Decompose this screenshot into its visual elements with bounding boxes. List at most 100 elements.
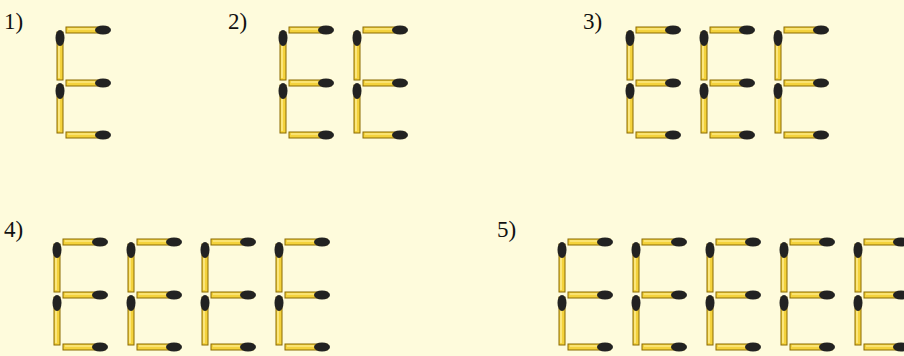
- match-head: [56, 30, 65, 46]
- match-head: [597, 343, 613, 352]
- matchstick: [716, 291, 761, 300]
- matchstick: [784, 131, 829, 140]
- match-head: [597, 291, 613, 300]
- match-head: [166, 291, 182, 300]
- matchstick: [568, 291, 613, 300]
- match-head: [279, 83, 288, 99]
- match-head: [95, 79, 111, 88]
- match-head: [318, 26, 334, 35]
- matchstick: [636, 79, 681, 88]
- matchstick: [636, 26, 681, 35]
- matchstick: [127, 295, 136, 345]
- match-head: [854, 295, 863, 311]
- match-head: [739, 79, 755, 88]
- match-head: [318, 131, 334, 140]
- matchstick: [53, 242, 62, 292]
- matchstick: [784, 79, 829, 88]
- matchstick: [289, 26, 334, 35]
- match-head: [813, 131, 829, 140]
- match-head: [95, 26, 111, 35]
- match-head: [745, 343, 761, 352]
- matchstick: [864, 343, 904, 352]
- match-head: [201, 242, 210, 258]
- match-head: [665, 131, 681, 140]
- matchstick: [63, 343, 108, 352]
- match-head: [275, 242, 284, 258]
- matchstick: [137, 291, 182, 300]
- match-head: [558, 242, 567, 258]
- matchstick: [558, 242, 567, 292]
- matchstick: [626, 30, 635, 80]
- matchstick: [289, 79, 334, 88]
- match-head: [819, 238, 835, 247]
- match-head: [665, 26, 681, 35]
- match-head: [92, 343, 108, 352]
- matchstick: [700, 83, 709, 133]
- matchstick: [558, 295, 567, 345]
- match-head: [314, 291, 330, 300]
- matchstick: [285, 291, 330, 300]
- matchstick: [353, 83, 362, 133]
- match-head: [745, 238, 761, 247]
- match-head: [92, 238, 108, 247]
- match-head: [318, 79, 334, 88]
- match-head: [56, 83, 65, 99]
- match-head: [739, 26, 755, 35]
- matchstick: [632, 242, 641, 292]
- matchstick: [864, 238, 904, 247]
- match-head: [671, 343, 687, 352]
- matchstick: [790, 238, 835, 247]
- match-head: [240, 238, 256, 247]
- match-head: [893, 238, 904, 247]
- matchstick: [710, 26, 755, 35]
- matchstick: [279, 30, 288, 80]
- matchstick: [137, 238, 182, 247]
- match-head: [95, 131, 111, 140]
- match-head: [392, 131, 408, 140]
- matchstick: [710, 79, 755, 88]
- figure-number: 2): [228, 10, 247, 33]
- matchstick: [127, 242, 136, 292]
- matchstick: [790, 343, 835, 352]
- match-head: [671, 291, 687, 300]
- match-head: [558, 295, 567, 311]
- match-figure: [279, 26, 409, 140]
- match-head: [392, 26, 408, 35]
- match-head: [626, 83, 635, 99]
- match-head: [353, 30, 362, 46]
- matchstick: [137, 343, 182, 352]
- matchstick: [363, 79, 408, 88]
- matchstick: [706, 242, 715, 292]
- matchstick: [66, 79, 111, 88]
- matchstick: [854, 295, 863, 345]
- matchstick: [211, 343, 256, 352]
- figure-number: 1): [4, 10, 23, 33]
- match-head: [314, 238, 330, 247]
- matchstick: [716, 238, 761, 247]
- matchstick: [201, 295, 210, 345]
- match-head: [53, 295, 62, 311]
- match-head: [626, 30, 635, 46]
- match-head: [392, 79, 408, 88]
- match-head: [127, 295, 136, 311]
- match-figure: [53, 238, 331, 352]
- matchstick: [279, 83, 288, 133]
- match-figure: [56, 26, 112, 140]
- matchstick: [53, 295, 62, 345]
- matchstick: [568, 238, 613, 247]
- matchstick: [285, 238, 330, 247]
- match-head: [275, 295, 284, 311]
- matchstick: [790, 291, 835, 300]
- match-head: [739, 131, 755, 140]
- matchstick: [275, 295, 284, 345]
- matchstick: [784, 26, 829, 35]
- match-head: [700, 83, 709, 99]
- matchstick: [632, 295, 641, 345]
- matchstick: [201, 242, 210, 292]
- matchstick: [642, 238, 687, 247]
- match-head: [780, 295, 789, 311]
- matchstick: [211, 291, 256, 300]
- match-head: [632, 242, 641, 258]
- match-head: [597, 238, 613, 247]
